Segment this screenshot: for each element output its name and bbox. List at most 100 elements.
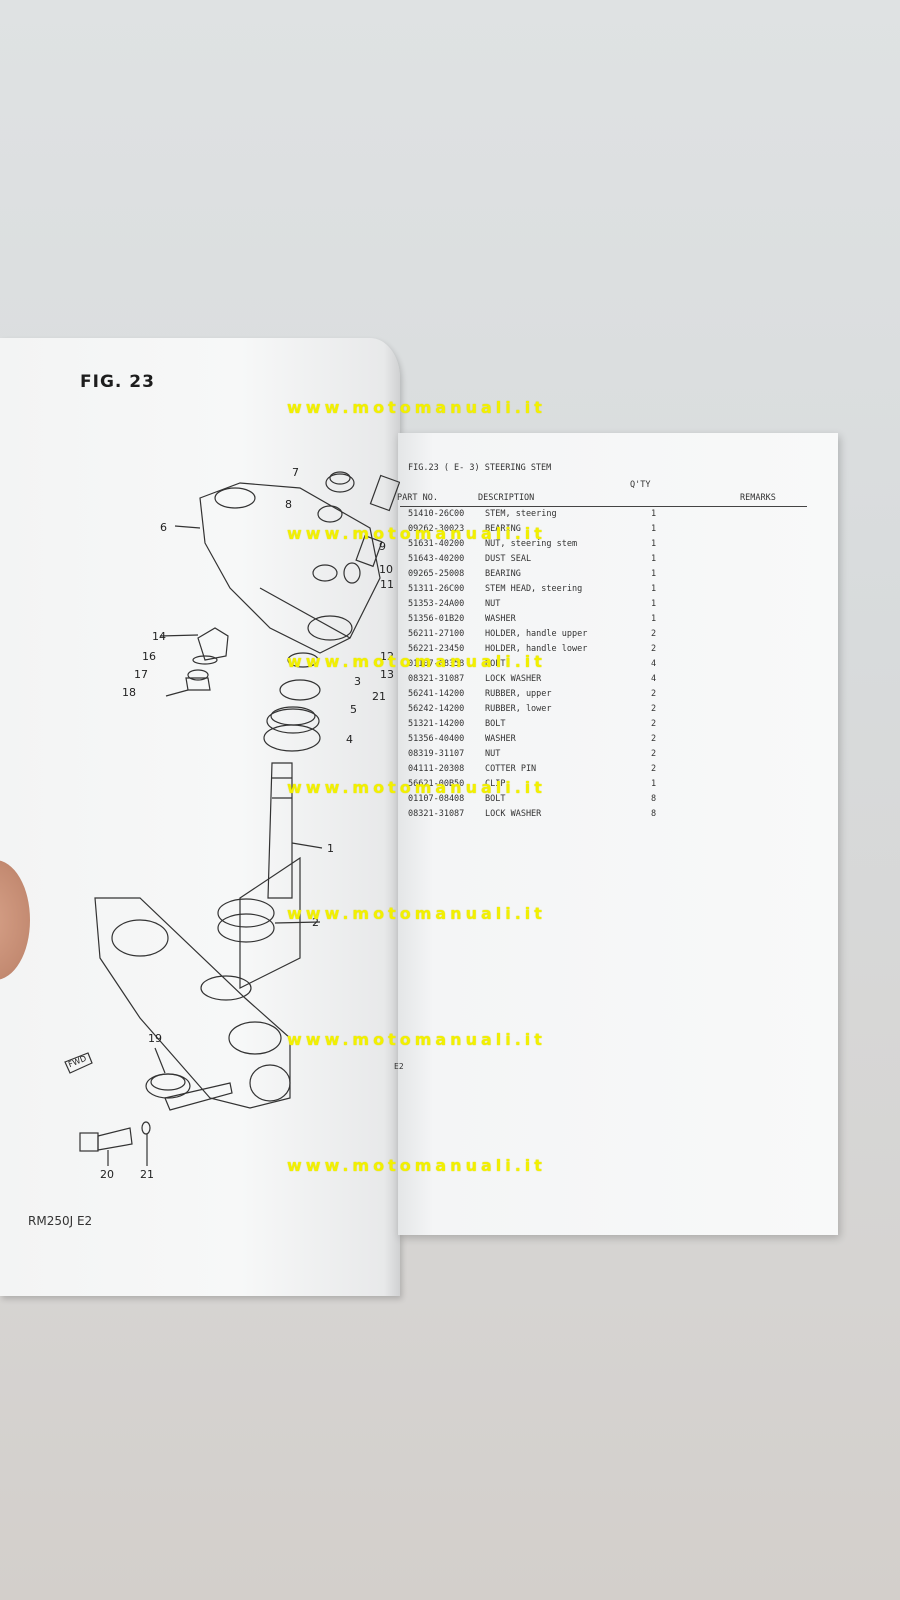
callout-17: 17 xyxy=(134,668,148,681)
part-number-cell: 56241-14200 xyxy=(408,689,465,699)
callout-21-upper: 21 xyxy=(372,690,386,703)
callout-19: 19 xyxy=(148,1032,162,1045)
description-cell: NUT, steering stem xyxy=(485,539,578,549)
description-cell: RUBBER, lower xyxy=(485,704,552,714)
callout-13: 13 xyxy=(380,668,394,681)
qty-cell: 1 xyxy=(651,509,657,519)
description-cell: BEARING xyxy=(485,524,521,534)
table-row: 56211-27100 HOLDER, handle upper 2 xyxy=(408,627,808,642)
qty-cell: 2 xyxy=(651,689,657,699)
description-cell: STEM HEAD, steering xyxy=(485,584,583,594)
callout-5: 5 xyxy=(350,703,357,716)
watermark: www.motomanuali.it xyxy=(287,652,546,671)
qty-cell: 4 xyxy=(651,674,657,684)
part-number-cell: 01107-08358 xyxy=(408,659,465,669)
table-row: 09262-30023 BEARING 1 xyxy=(408,522,808,537)
part-number-cell: 09262-30023 xyxy=(408,524,465,534)
qty-cell: 2 xyxy=(651,764,657,774)
part-number-cell: 09265-25008 xyxy=(408,569,465,579)
table-row: 56242-14200 RUBBER, lower 2 xyxy=(408,702,808,717)
part-number-cell: 56221-23450 xyxy=(408,644,465,654)
table-row: 51353-24A00 NUT 1 xyxy=(408,597,808,612)
watermark: www.motomanuali.it xyxy=(287,778,546,797)
description-cell: WASHER xyxy=(485,734,516,744)
table-row: 08321-31087 LOCK WASHER 8 xyxy=(408,807,808,822)
qty-cell: 8 xyxy=(651,794,657,804)
qty-column-label: Q'TY xyxy=(630,480,651,490)
part-number-cell: 08321-31087 xyxy=(408,809,465,819)
qty-cell: 1 xyxy=(651,584,657,594)
part-number-cell: 56242-14200 xyxy=(408,704,465,714)
callout-2: 2 xyxy=(312,916,319,929)
part-number-cell: 51311-26C00 xyxy=(408,584,465,594)
qty-cell: 1 xyxy=(651,554,657,564)
callout-11: 11 xyxy=(380,578,394,591)
part-number-cell: 51356-01B20 xyxy=(408,614,465,624)
callout-3: 3 xyxy=(354,675,361,688)
callout-16: 16 xyxy=(142,650,156,663)
description-cell: LOCK WASHER xyxy=(485,809,542,819)
callout-20: 20 xyxy=(100,1168,114,1181)
qty-cell: 1 xyxy=(651,524,657,534)
qty-cell: 2 xyxy=(651,749,657,759)
description-cell: HOLDER, handle lower xyxy=(485,644,588,654)
description-cell: HOLDER, handle upper xyxy=(485,629,588,639)
callout-9: 9 xyxy=(379,540,386,553)
description-cell: NUT xyxy=(485,599,501,609)
qty-cell: 2 xyxy=(651,644,657,654)
description-cell: BEARING xyxy=(485,569,521,579)
callout-4: 4 xyxy=(346,733,353,746)
header-rule xyxy=(400,506,807,507)
watermark: www.motomanuali.it xyxy=(287,1030,546,1049)
exploded-parts-diagram xyxy=(64,471,400,1166)
part-no-column-header: PART NO. xyxy=(397,493,438,503)
part-number-cell: 56211-27100 xyxy=(408,629,465,639)
callout-18: 18 xyxy=(122,686,136,699)
description-cell: BOLT xyxy=(485,719,506,729)
qty-cell: 2 xyxy=(651,734,657,744)
part-number-cell: 04111-20308 xyxy=(408,764,465,774)
callout-12: 12 xyxy=(380,650,394,663)
figure-title: FIG. 23 xyxy=(80,372,155,392)
table-row: 51410-26C00 STEM, steering 1 xyxy=(408,507,808,522)
part-number-cell: 51631-40200 xyxy=(408,539,465,549)
description-cell: COTTER PIN xyxy=(485,764,537,774)
remarks-column-header: REMARKS xyxy=(740,493,776,503)
description-cell: DUST SEAL xyxy=(485,554,532,564)
description-cell: BOLT xyxy=(485,659,506,669)
description-cell: LOCK WASHER xyxy=(485,674,542,684)
qty-cell: 2 xyxy=(651,629,657,639)
part-number-cell: 08319-31107 xyxy=(408,749,465,759)
part-number-cell: 51643-40200 xyxy=(408,554,465,564)
part-number-cell: 51410-26C00 xyxy=(408,509,465,519)
table-row: 09265-25008 BEARING 1 xyxy=(408,567,808,582)
part-number-cell: 51321-14200 xyxy=(408,719,465,729)
callout-6: 6 xyxy=(160,521,167,534)
callout-8: 8 xyxy=(285,498,292,511)
qty-cell: 1 xyxy=(651,779,657,789)
part-number-cell: 51353-24A00 xyxy=(408,599,465,609)
callout-14: 14 xyxy=(152,630,166,643)
callout-7: 7 xyxy=(292,466,299,479)
qty-cell: 2 xyxy=(651,704,657,714)
description-cell: STEM, steering xyxy=(485,509,557,519)
qty-cell: 8 xyxy=(651,809,657,819)
description-column-header: DESCRIPTION xyxy=(478,493,535,503)
model-code: RM250J E2 xyxy=(28,1214,93,1228)
table-row: 51643-40200 DUST SEAL 1 xyxy=(408,552,808,567)
qty-cell: 1 xyxy=(651,599,657,609)
callout-10: 10 xyxy=(379,563,393,576)
table-row: 51311-26C00 STEM HEAD, steering 1 xyxy=(408,582,808,597)
qty-cell: 1 xyxy=(651,569,657,579)
watermark: www.motomanuali.it xyxy=(287,1156,546,1175)
